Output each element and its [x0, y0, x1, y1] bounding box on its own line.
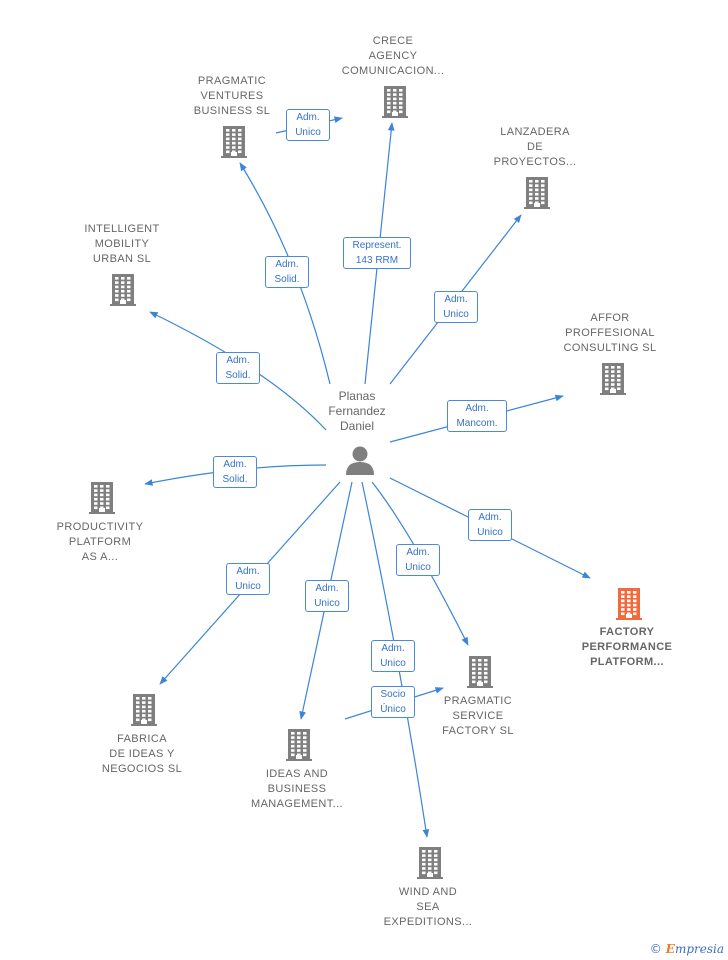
relation-label[interactable]: Adm. Unico [226, 563, 270, 595]
building-icon[interactable] [616, 587, 642, 626]
relation-label[interactable]: Adm. Mancom. [447, 400, 507, 432]
building-icon[interactable] [110, 273, 136, 312]
relation-label[interactable]: Adm. Unico [468, 509, 512, 541]
company-name[interactable]: PRAGMATIC SERVICE FACTORY SL [442, 695, 514, 737]
relation-label[interactable]: Adm. Unico [305, 580, 349, 612]
relation-label[interactable]: Adm. Solid. [216, 352, 260, 384]
company-name[interactable]: LANZADERA DE PROYECTOS... [493, 126, 577, 168]
company-name[interactable]: WIND AND SEA EXPEDITIONS... [383, 886, 473, 928]
relation-label[interactable]: Adm. Unico [434, 291, 478, 323]
relation-label[interactable]: Represent. 143 RRM [343, 237, 411, 269]
company-name[interactable]: FACTORY PERFORMANCE PLATFORM... [581, 626, 673, 668]
company-name[interactable]: FABRICA DE IDEAS Y NEGOCIOS SL [101, 733, 183, 775]
company-name[interactable]: AFFOR PROFFESIONAL CONSULTING SL [563, 312, 657, 354]
building-icon[interactable] [467, 655, 493, 694]
company-name[interactable]: PRAGMATIC VENTURES BUSINESS SL [193, 75, 271, 117]
building-icon[interactable] [286, 728, 312, 767]
relation-label[interactable]: Socio Único [371, 686, 415, 718]
person-icon[interactable] [344, 445, 376, 480]
company-name[interactable]: INTELLIGENT MOBILITY URBAN SL [84, 223, 160, 265]
building-icon[interactable] [417, 846, 443, 885]
company-name[interactable]: IDEAS AND BUSINESS MANAGEMENT... [251, 768, 343, 810]
relation-label[interactable]: Adm. Solid. [213, 456, 257, 488]
empresia-logo[interactable]: ©Empresia [650, 942, 724, 956]
building-icon[interactable] [524, 176, 550, 215]
company-name[interactable]: PRODUCTIVITY PLATFORM AS A... [56, 521, 144, 563]
company-name[interactable]: CRECE AGENCY COMUNICACION... [341, 35, 445, 77]
person-name[interactable]: Planas Fernandez Daniel [328, 389, 386, 433]
building-icon[interactable] [382, 85, 408, 124]
relation-label[interactable]: Adm. Solid. [265, 256, 309, 288]
building-icon[interactable] [221, 125, 247, 164]
relation-label[interactable]: Adm. Unico [396, 544, 440, 576]
building-icon[interactable] [131, 693, 157, 732]
brand-name: mpresia [674, 942, 724, 956]
relation-label[interactable]: Adm. Unico [371, 640, 415, 672]
copyright-symbol: © [649, 942, 662, 956]
building-icon[interactable] [600, 362, 626, 401]
relation-label[interactable]: Adm. Unico [286, 109, 330, 141]
building-icon[interactable] [89, 481, 115, 520]
brand-initial: E [665, 942, 675, 956]
